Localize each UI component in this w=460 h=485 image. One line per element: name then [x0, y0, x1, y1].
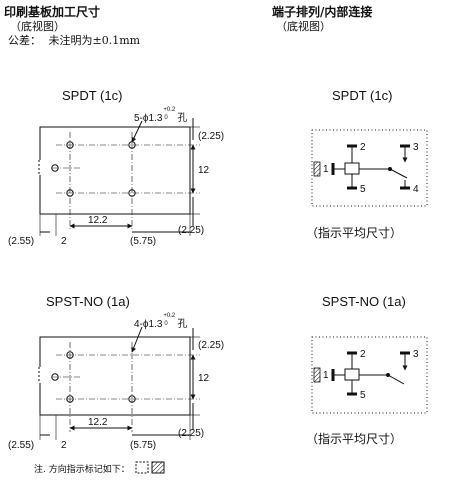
- spst-dim-top: (2.25): [198, 340, 224, 351]
- footer-orientation-symbols: [135, 461, 165, 474]
- spdt-dim-top: (2.25): [198, 131, 224, 142]
- spdt-dim-two: 2: [61, 236, 67, 247]
- pcb-section-title: 印刷基板加工尺寸: [4, 5, 101, 19]
- spst-schematic-title: SPST-NO (1a): [322, 294, 406, 309]
- spdt-hole-label: 5-ϕ1.3: [134, 113, 163, 124]
- spst-hole: [128, 395, 136, 403]
- spdt-dim-right: (5.75): [130, 236, 156, 247]
- spdt-hole: [51, 164, 59, 172]
- spst-pcb-drawing: [37, 326, 200, 440]
- spdt-schematic-title: SPDT (1c): [332, 88, 393, 103]
- spdt-hole: [66, 141, 74, 149]
- spdt-pcb-drawing: [37, 118, 200, 236]
- tolerance-value: 未注明为±0.1mm: [48, 34, 141, 47]
- spdt-pin-label: 3: [413, 142, 419, 153]
- spst-dim-bottom: (2.25): [178, 428, 204, 439]
- spdt-hole-spec: 5-ϕ1.3+0.2 0 孔: [134, 107, 188, 124]
- spst-hole: [66, 351, 74, 359]
- spdt-dim-bottom: (2.25): [178, 225, 204, 236]
- spst-caption: （指示平均尺寸）: [306, 432, 403, 446]
- spdt-dim-left: (2.55): [8, 236, 34, 247]
- spdt-pin-label: 5: [360, 184, 366, 195]
- spst-coil: [344, 368, 360, 381]
- spst-pin-label: 5: [360, 390, 366, 401]
- spst-dim-mid: 12: [198, 373, 210, 384]
- spst-tol-lower: 0: [164, 321, 168, 327]
- spdt-caption: （指示平均尺寸）: [306, 226, 403, 240]
- spdt-pin-label: 1: [323, 164, 329, 175]
- spst-dim-span: 12.2: [88, 417, 108, 428]
- pcb-view-note: （底视图）: [10, 20, 65, 33]
- spst-pcb-outline: [39, 336, 191, 416]
- terminal-view-note: （底视图）: [276, 20, 331, 33]
- spst-schematic-outline: [311, 336, 428, 414]
- spst-dim-left: (2.55): [8, 440, 34, 451]
- spst-hole: [51, 373, 59, 381]
- spdt-pcb-title: SPDT (1c): [62, 88, 123, 103]
- spdt-pin-label: 2: [360, 142, 366, 153]
- spst-pin-label: 3: [413, 349, 419, 360]
- spdt-dim-span: 12.2: [88, 215, 108, 226]
- spst-orientation-mark: [313, 367, 321, 383]
- spdt-pcb-outline: [39, 126, 191, 215]
- spst-hole: [66, 395, 74, 403]
- spst-hole-spec: 4-ϕ1.3+0.2 0 孔: [134, 313, 188, 330]
- spdt-hole: [66, 189, 74, 197]
- terminal-section-title: 端子排列/内部连接: [272, 5, 373, 19]
- spst-pin-label: 1: [323, 370, 329, 381]
- tolerance-label: 公差：: [8, 34, 41, 47]
- spdt-orientation-mark: [313, 161, 321, 177]
- orientation-note-text: 注. 方向指示标记如下：: [34, 465, 130, 475]
- spdt-coil: [344, 162, 360, 175]
- hatched-mark-icon: [151, 461, 165, 474]
- spst-hole-unit: 孔: [177, 319, 188, 330]
- spst-dim-right: (5.75): [130, 440, 156, 451]
- spst-pin-label: 2: [360, 349, 366, 360]
- spdt-hole: [128, 189, 136, 197]
- spst-pcb-title: SPST-NO (1a): [46, 294, 130, 309]
- spdt-schematic: [311, 129, 428, 207]
- spdt-pin-label: 4: [413, 184, 419, 195]
- tolerance-note: 公差： 未注明为±0.1mm: [8, 32, 140, 48]
- spdt-hole-unit: 孔: [177, 113, 188, 124]
- spst-dim-two: 2: [61, 440, 67, 451]
- spst-schematic: [311, 336, 428, 414]
- spdt-tol-upper: +0.2: [163, 107, 176, 113]
- spst-tol-upper: +0.2: [163, 313, 176, 319]
- spst-hole-label: 4-ϕ1.3: [134, 319, 163, 330]
- dashed-mark-icon: [135, 461, 149, 474]
- spdt-schematic-outline: [311, 129, 428, 207]
- orientation-note: 注. 方向指示标记如下：: [34, 462, 130, 475]
- spdt-dim-mid: 12: [198, 165, 210, 176]
- spdt-tol-lower: 0: [164, 115, 168, 121]
